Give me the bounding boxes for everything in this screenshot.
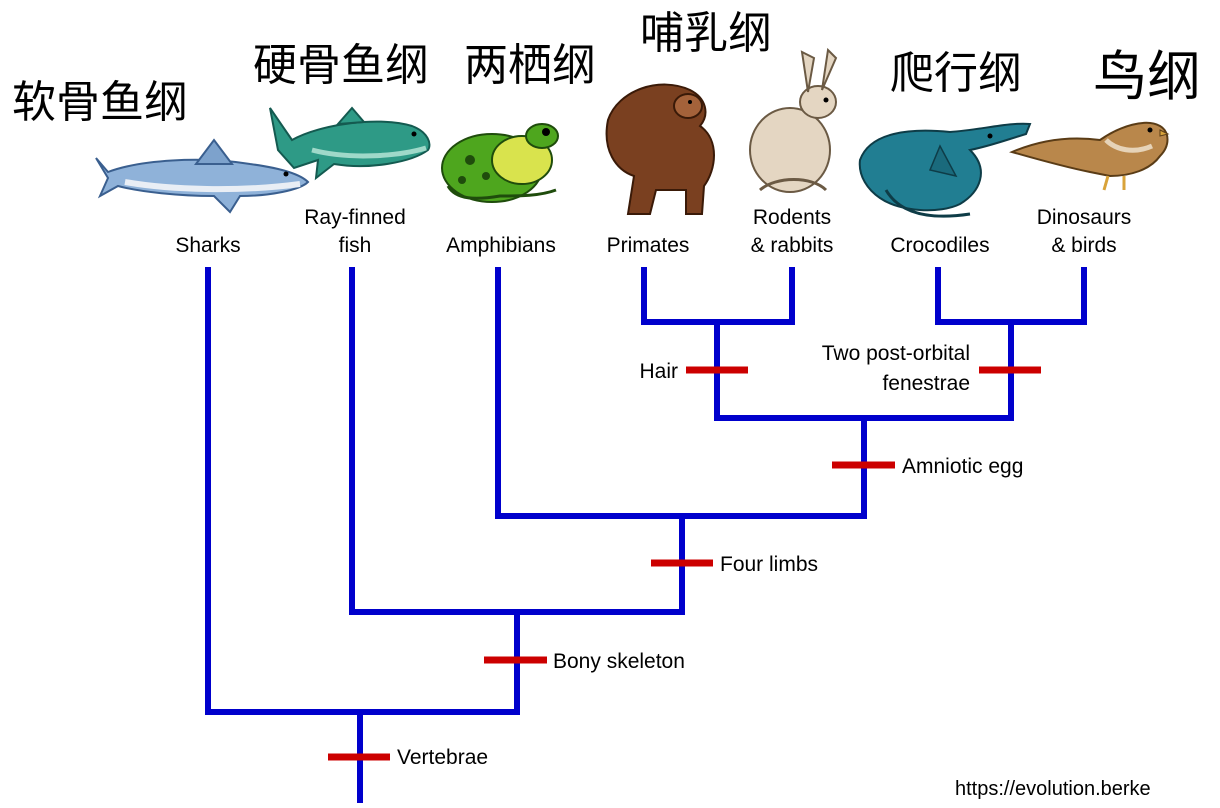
trait-four-limbs: Four limbs <box>720 553 818 576</box>
rabbit-icon <box>750 50 836 192</box>
trait-post-orbital-line2: fenestrae <box>882 372 970 395</box>
label-aves: 鸟纲 <box>1093 45 1201 108</box>
taxon-dinosaurs-line1: Dinosaurs <box>1037 206 1132 229</box>
label-amphibia: 两栖纲 <box>464 40 596 91</box>
taxon-rodents-line2: & rabbits <box>751 234 834 257</box>
taxon-ray-finned-line1: Ray-finned <box>304 206 406 229</box>
taxon-primates: Primates <box>607 234 690 257</box>
trait-amniotic-egg: Amniotic egg <box>902 455 1023 478</box>
trait-hair: Hair <box>639 360 678 383</box>
trait-post-orbital-line1: Two post-orbital <box>822 342 970 365</box>
frog-icon <box>442 124 558 202</box>
taxon-amphibians: Amphibians <box>446 234 556 257</box>
sparrow-icon <box>1012 123 1168 190</box>
trait-vertebrae: Vertebrae <box>397 746 488 769</box>
crocodile-icon <box>860 124 1030 216</box>
taxon-sharks: Sharks <box>175 234 240 257</box>
label-osteichthyes: 硬骨鱼纲 <box>253 40 429 91</box>
taxon-rodents-line1: Rodents <box>753 206 831 229</box>
branch-mammals-clade <box>644 270 792 322</box>
tuna-icon <box>270 108 429 178</box>
branch-archosaurs-clade <box>938 270 1084 322</box>
shark-icon <box>96 140 308 212</box>
taxon-crocodiles: Crocodiles <box>890 234 989 257</box>
taxon-dinosaurs-line2: & birds <box>1051 234 1116 257</box>
source-url: https://evolution.berke <box>955 778 1151 800</box>
label-mammalia: 哺乳纲 <box>640 8 772 59</box>
trait-bony-skeleton: Bony skeleton <box>553 650 685 673</box>
ape-icon <box>607 85 714 214</box>
branch-amniote-clade <box>717 322 1011 418</box>
trait-bars <box>328 370 1041 757</box>
label-reptilia: 爬行纲 <box>890 48 1022 99</box>
label-chondrichthyes: 软骨鱼纲 <box>12 77 188 128</box>
taxon-ray-finned-line2: fish <box>339 234 372 257</box>
